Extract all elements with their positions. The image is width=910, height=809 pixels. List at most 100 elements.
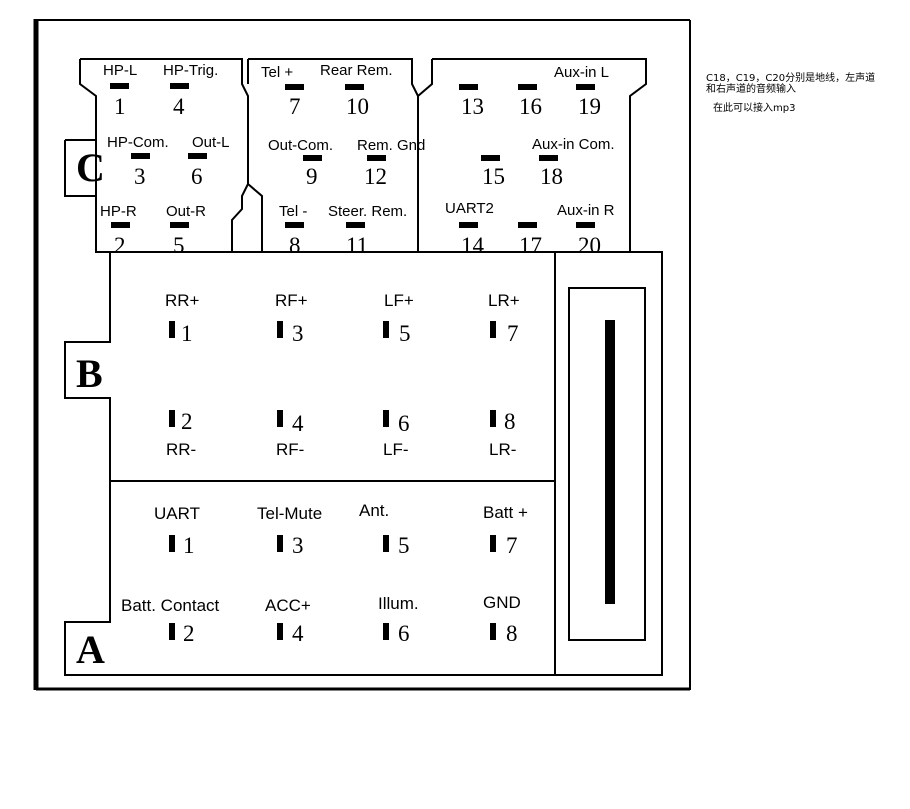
pin-contact xyxy=(111,222,130,228)
pin-contact xyxy=(169,623,175,640)
pin-label: Out-Com. xyxy=(268,137,334,154)
section-label-a: A xyxy=(76,627,105,672)
pin-label: Rear Rem. xyxy=(320,62,393,79)
pin-contact xyxy=(459,84,478,90)
pin-number: 7 xyxy=(506,533,518,558)
pin-contact xyxy=(490,535,496,552)
pin-number: 18 xyxy=(540,164,563,189)
pin-number: 5 xyxy=(399,321,411,346)
pin-contact xyxy=(383,623,389,640)
section-label-c: C xyxy=(76,145,105,190)
pin-label: Aux-in R xyxy=(557,202,615,219)
pin-number: 3 xyxy=(292,321,304,346)
pin-label: RR- xyxy=(166,440,197,459)
pin-number: 1 xyxy=(114,94,126,119)
pin-contact xyxy=(277,410,283,427)
pin-number: 2 xyxy=(181,409,193,434)
pin-label: LR- xyxy=(489,440,517,459)
pin-number: 6 xyxy=(398,411,410,436)
pin-number: 4 xyxy=(173,94,185,119)
pin-label: Tel + xyxy=(261,64,294,81)
pin-contact xyxy=(188,153,207,159)
note-line-1: C18，C19，C20分别是地线，左声道 xyxy=(706,73,876,84)
pin-contact xyxy=(170,83,189,89)
pin-label: Tel-Mute xyxy=(257,504,323,523)
pin-label: Steer. Rem. xyxy=(328,203,408,220)
pin-label: RF- xyxy=(276,440,305,459)
pin-label: Aux-in Com. xyxy=(532,136,615,153)
pin-number: 4 xyxy=(292,411,304,436)
pin-contact xyxy=(367,155,386,161)
pin-number: 6 xyxy=(398,621,410,646)
section-label-b: B xyxy=(76,351,103,396)
pin-label: HP-Com. xyxy=(107,134,169,151)
pin-label: Out-L xyxy=(192,134,230,151)
pin-contact xyxy=(110,83,129,89)
pin-label: LF- xyxy=(383,440,409,459)
note-line-3: 在此可以接入mp3 xyxy=(713,103,796,114)
pin-label: HP-R xyxy=(100,203,137,220)
pin-label: Out-R xyxy=(166,203,207,220)
pin-contact xyxy=(518,222,537,228)
pin-label: HP-Trig. xyxy=(163,62,219,79)
pin-contact xyxy=(490,410,496,427)
pin-contact xyxy=(459,222,478,228)
pin-number: 15 xyxy=(482,164,505,189)
pin-contact xyxy=(576,222,595,228)
pin-number: 5 xyxy=(173,233,185,258)
pin-contact xyxy=(490,321,496,338)
note-line-2: 和右声道的音频输入 xyxy=(706,84,796,95)
pin-number: 8 xyxy=(289,233,301,258)
pin-number: 12 xyxy=(364,164,387,189)
pin-contact xyxy=(285,84,304,90)
pin-contact xyxy=(277,623,283,640)
pin-contact xyxy=(169,535,175,552)
pin-number: 10 xyxy=(346,94,369,119)
pin-contact xyxy=(576,84,595,90)
pin-contact xyxy=(169,321,175,338)
pin-contact xyxy=(383,321,389,338)
pin-label: Batt. Contact xyxy=(121,596,220,615)
pin-number: 1 xyxy=(181,321,193,346)
pin-number: 20 xyxy=(578,233,601,258)
pin-label: Tel - xyxy=(279,203,308,220)
pin-number: 2 xyxy=(183,621,195,646)
pin-label: Rem. Gnd xyxy=(357,137,426,154)
pin-contact xyxy=(490,623,496,640)
pin-contact xyxy=(383,535,389,552)
pin-label: GND xyxy=(483,593,521,612)
pin-label: LR+ xyxy=(488,291,520,310)
pin-contact xyxy=(131,153,150,159)
pin-contact xyxy=(345,84,364,90)
pin-label: Batt + xyxy=(483,503,528,522)
pin-label: Aux-in L xyxy=(554,64,610,81)
pin-number: 8 xyxy=(506,621,518,646)
pin-number: 1 xyxy=(183,533,195,558)
pin-label: RF+ xyxy=(275,291,308,310)
pin-number: 3 xyxy=(134,164,146,189)
pin-number: 7 xyxy=(289,94,301,119)
pin-label: Ant. xyxy=(359,501,390,520)
pin-number: 16 xyxy=(519,94,542,119)
pin-contact xyxy=(518,84,537,90)
pin-label: LF+ xyxy=(384,291,414,310)
pin-contact xyxy=(277,535,283,552)
pin-label: ACC+ xyxy=(265,596,311,615)
pin-number: 4 xyxy=(292,621,304,646)
pin-label: HP-L xyxy=(103,62,138,79)
pin-label: UART xyxy=(154,504,200,523)
pin-contact xyxy=(285,222,304,228)
pin-contact xyxy=(169,410,175,427)
pin-contact xyxy=(481,155,500,161)
pin-label: Illum. xyxy=(378,594,419,613)
pin-number: 7 xyxy=(507,321,519,346)
pin-number: 17 xyxy=(519,233,542,258)
pin-label: UART2 xyxy=(445,200,494,217)
pin-contact xyxy=(383,410,389,427)
pin-number: 14 xyxy=(461,233,484,258)
pin-number: 6 xyxy=(191,164,203,189)
pin-number: 3 xyxy=(292,533,304,558)
pin-contact xyxy=(346,222,365,228)
pin-contact xyxy=(539,155,558,161)
